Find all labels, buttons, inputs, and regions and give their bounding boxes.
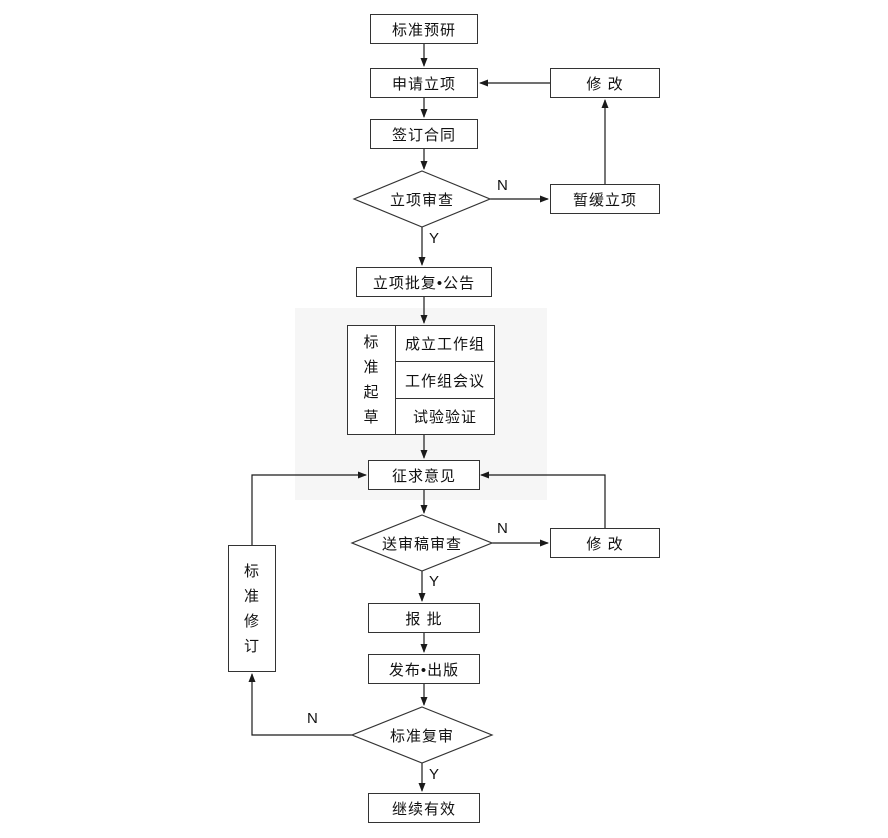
branch-label-no-standard-recheck: N [307,710,318,727]
arrow-recheck-to-revision [248,673,352,736]
node-modify-bottom: 修 改 [550,528,660,558]
node-submit-for-approval: 报 批 [368,603,480,633]
arrow-modify-to-solicit [480,471,606,528]
node-postpone-project: 暂缓立项 [550,184,660,214]
node-pre-research: 标准预研 [370,14,478,44]
branch-label-yes-standard-recheck: Y [429,766,440,783]
branch-label-yes-project-review: Y [429,230,440,247]
decision-standard-recheck-diamond [350,706,494,764]
branch-label-no-draft-review: N [497,520,508,537]
decision-project-review-diamond [352,170,492,228]
arrow-revision-to-solicit [251,471,367,545]
decision-standard-recheck-label: 标准复审 [389,727,454,745]
node-drafting-stage-label: 标 准 起 草 [347,325,396,435]
decision-draft-review-label: 送审稿审查 [381,535,462,553]
node-test-verification: 试验验证 [395,398,495,435]
decision-draft-review-diamond [350,514,494,572]
node-establish-working-group: 成立工作组 [395,325,495,362]
node-revision-stage-label: 标 准 修 订 [228,545,276,672]
node-approval-announcement: 立项批复•公告 [356,267,492,297]
decision-project-review-label: 立项审查 [389,191,454,209]
node-apply-project: 申请立项 [370,68,478,98]
node-continue-valid: 继续有效 [368,793,480,823]
node-modify-top: 修 改 [550,68,660,98]
node-working-group-meeting: 工作组会议 [395,361,495,399]
branch-label-no-project-review: N [497,177,508,194]
node-publish: 发布•出版 [368,654,480,684]
branch-label-yes-draft-review: Y [429,573,440,590]
node-sign-contract: 签订合同 [370,119,478,149]
node-solicit-opinions: 征求意见 [368,460,480,490]
